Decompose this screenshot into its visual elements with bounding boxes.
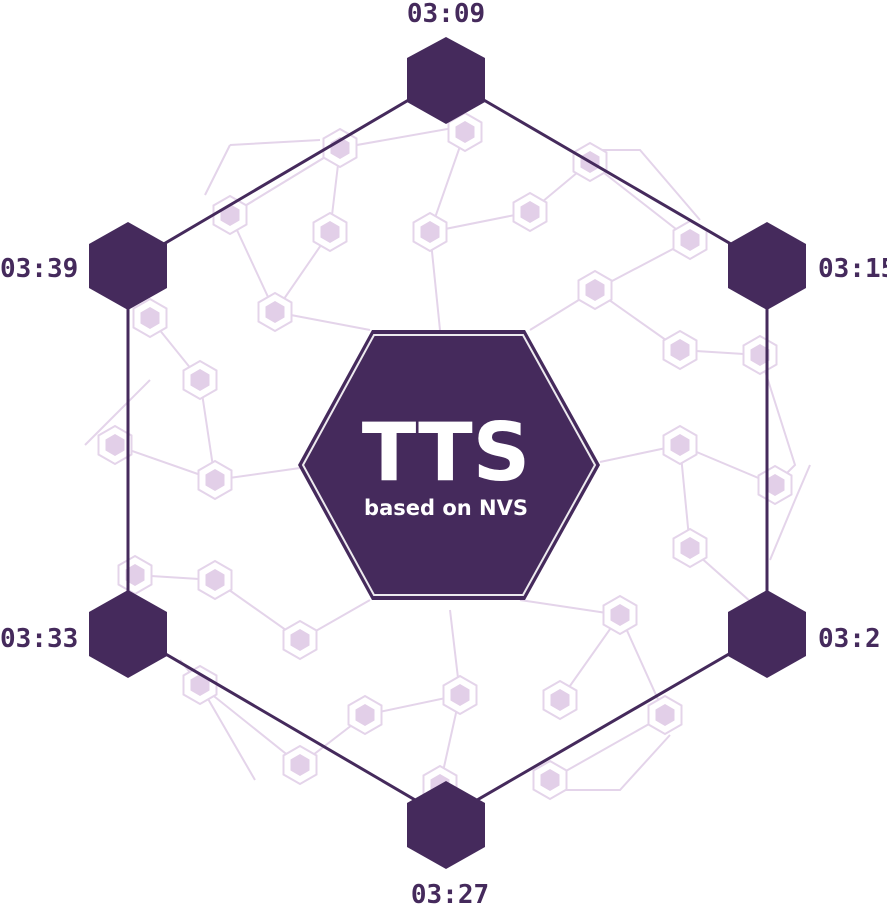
- network-node: [190, 674, 210, 696]
- network-node: [455, 121, 475, 143]
- network-line: [84, 379, 151, 446]
- time-label-lower-left: 03:33: [0, 624, 78, 654]
- network-node: [320, 221, 340, 243]
- network-node: [125, 564, 145, 586]
- network-node: [355, 704, 375, 726]
- network-node: [290, 754, 310, 776]
- network-node: [750, 344, 770, 366]
- time-label-upper-left: 03:39: [0, 254, 78, 284]
- network-line: [590, 149, 701, 221]
- network-node: [205, 569, 225, 591]
- network-node: [420, 221, 440, 243]
- network-node: [670, 339, 690, 361]
- node-upper-right: [728, 222, 806, 310]
- time-label-bottom: 03:27: [411, 880, 489, 907]
- network-line: [199, 609, 462, 767]
- node-bottom: [407, 781, 485, 869]
- center-title: TTS: [362, 406, 531, 499]
- network-node: [585, 279, 605, 301]
- network-node: [520, 201, 540, 223]
- time-label-top: 03:09: [407, 0, 485, 29]
- node-lower-right: [728, 590, 806, 678]
- network-node: [205, 469, 225, 491]
- network-node: [190, 369, 210, 391]
- network-node: [540, 769, 560, 791]
- network-node: [610, 604, 630, 626]
- network-node: [450, 684, 470, 706]
- network-node: [265, 301, 285, 323]
- network-node: [765, 474, 785, 496]
- network-line: [679, 444, 761, 611]
- network-line: [134, 574, 371, 642]
- network-node: [290, 629, 310, 651]
- center-hexagon: TTS based on NVS: [298, 330, 600, 600]
- network-node: [670, 434, 690, 456]
- node-lower-left: [89, 590, 167, 678]
- background-network: [84, 111, 811, 806]
- network-line: [549, 612, 667, 781]
- network-line: [149, 317, 301, 482]
- network-node: [105, 434, 125, 456]
- time-label-upper-right: 03:15: [818, 254, 887, 284]
- center-subtitle: based on NVS: [364, 496, 528, 520]
- network-node: [550, 689, 570, 711]
- network-line: [204, 139, 321, 196]
- network-node: [655, 704, 675, 726]
- network-node: [680, 229, 700, 251]
- network-line: [769, 464, 811, 561]
- network-node: [680, 537, 700, 559]
- node-top: [407, 37, 485, 124]
- network-node: [140, 307, 160, 329]
- time-label-lower-right: 03:2: [818, 624, 881, 654]
- node-upper-left: [89, 222, 167, 310]
